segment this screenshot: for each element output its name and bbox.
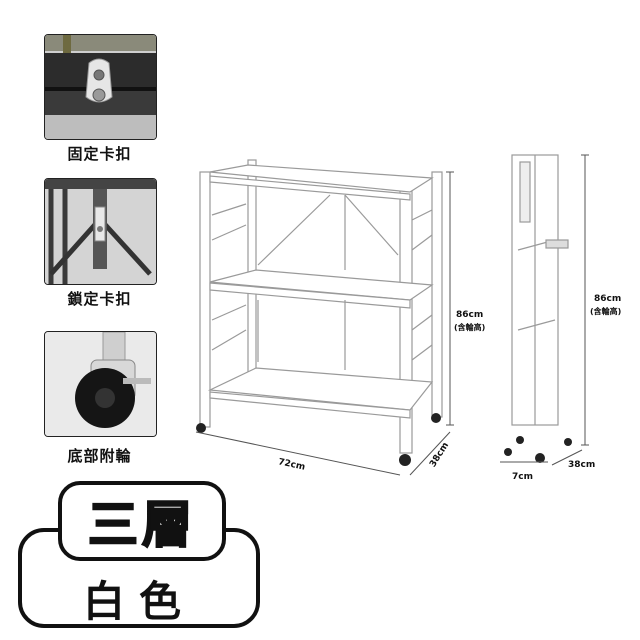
tier-badge: 三層 — [58, 481, 226, 561]
caster-back-right — [431, 413, 441, 423]
tier-label: 三層 — [87, 494, 196, 555]
shelf-bottom — [207, 367, 434, 411]
hinge-lock-icon — [45, 179, 156, 284]
shelf-post-back-right — [431, 171, 443, 418]
clip-latch-photo — [44, 34, 157, 140]
hinge-lock-photo — [44, 178, 157, 285]
folded-depth-label: 38cm — [568, 460, 596, 470]
caster-wheel-icon — [45, 332, 156, 436]
folded-height-label: 86cm — [594, 294, 622, 304]
caster-front-left — [196, 423, 206, 433]
folded-width-label: 7cm — [512, 472, 533, 482]
shelf-post-front-left — [199, 171, 211, 428]
feature-caption-lock: 鎖定卡扣 — [67, 290, 132, 308]
clip-latch-icon — [45, 35, 156, 139]
shelf-top — [209, 164, 434, 193]
feature-caption-clip: 固定卡扣 — [67, 145, 132, 163]
color-label: 白色 — [82, 577, 195, 626]
feature-caption-wheel: 底部附輪 — [67, 447, 132, 465]
front-height-label: 86cm — [456, 310, 484, 320]
front-height-note: (含輪高) — [454, 323, 486, 332]
caster-wheel-photo — [44, 331, 157, 437]
folded-height-note: (含輪高) — [590, 307, 622, 316]
caster-front-right — [399, 454, 411, 466]
